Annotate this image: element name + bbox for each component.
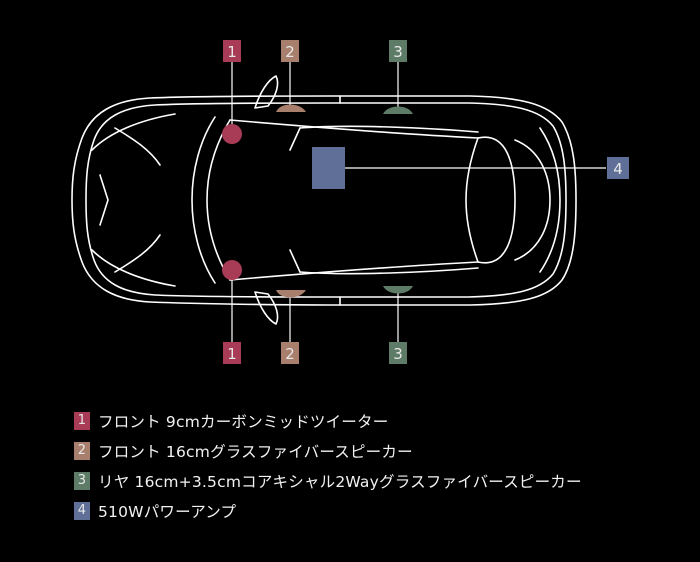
leader-lines	[231, 62, 606, 342]
badge-1-top: 1	[223, 40, 241, 62]
badge-3-bottom: 3	[389, 342, 407, 364]
front-door-speaker-right	[276, 290, 306, 298]
tweeter-front-right	[222, 260, 242, 280]
legend-badge-4: 4	[74, 502, 90, 520]
badge-2-bottom: 2	[281, 342, 299, 364]
legend-item-2: 2 フロント 16cmグラスファイバースピーカー	[74, 441, 582, 461]
legend-badge-1: 1	[74, 412, 90, 430]
legend-text-3: リヤ 16cm+3.5cmコアキシャル2Wayグラスファイバースピーカー	[98, 473, 582, 491]
svg-text:3: 3	[393, 345, 403, 363]
rear-door-speaker-left	[383, 106, 413, 114]
car-outline	[71, 75, 577, 325]
badge-3-top: 3	[389, 40, 407, 62]
svg-text:4: 4	[613, 160, 623, 178]
legend-text-1: フロント 9cmカーボンミッドツイーター	[98, 413, 389, 431]
svg-text:1: 1	[227, 345, 237, 363]
car-speaker-diagram: 1 2 3 4 1 2 3	[71, 40, 629, 364]
badge-2-top: 2	[281, 40, 299, 62]
badge-1-bottom: 1	[223, 342, 241, 364]
badges: 1 2 3 4 1 2 3	[223, 40, 629, 364]
svg-text:3: 3	[393, 43, 403, 61]
svg-text:1: 1	[227, 43, 237, 61]
svg-text:2: 2	[285, 345, 295, 363]
legend-item-4: 4 510Wパワーアンプ	[74, 501, 582, 521]
legend-item-1: 1 フロント 9cmカーボンミッドツイーター	[74, 411, 582, 431]
legend-badge-2: 2	[74, 442, 90, 460]
legend-text-4: 510Wパワーアンプ	[98, 503, 237, 521]
front-door-speaker-left	[276, 104, 306, 112]
legend-text-2: フロント 16cmグラスファイバースピーカー	[98, 443, 413, 461]
power-amplifier	[312, 147, 345, 189]
badge-4: 4	[607, 157, 629, 179]
legend-badge-3: 3	[74, 472, 90, 490]
legend: 1 フロント 9cmカーボンミッドツイーター 2 フロント 16cmグラスファイ…	[74, 411, 582, 531]
svg-text:2: 2	[285, 43, 295, 61]
tweeter-front-left	[222, 124, 242, 144]
rear-door-speaker-right	[383, 286, 413, 294]
speaker-markers	[222, 104, 413, 298]
legend-item-3: 3 リヤ 16cm+3.5cmコアキシャル2Wayグラスファイバースピーカー	[74, 471, 582, 491]
